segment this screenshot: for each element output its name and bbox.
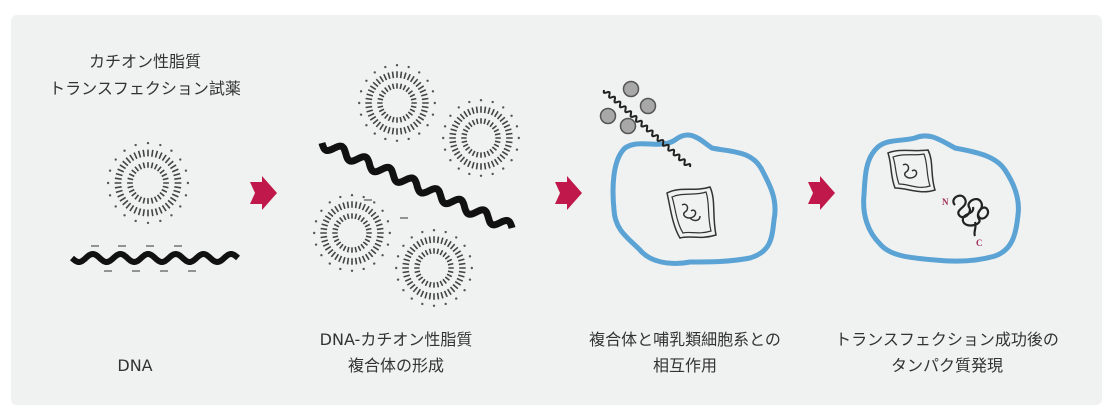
liposome-icon <box>395 229 473 307</box>
reagent-title-line2: トランスフェクション試薬 <box>49 79 241 98</box>
diagram-panel <box>11 15 1102 405</box>
step-arrows <box>250 176 835 210</box>
liposome-icon <box>358 63 436 142</box>
reagent-title-line1: カチオン性脂質 <box>88 52 202 71</box>
step-3-label-line1: 複合体と哺乳類細胞系との <box>589 330 781 349</box>
cell-expression: N C <box>861 133 1021 264</box>
nucleus <box>666 186 717 239</box>
dna-helix <box>69 251 241 265</box>
step-2-label-line2: 複合体の形成 <box>347 356 445 375</box>
dna-helix-complex <box>318 141 516 230</box>
dna-strands <box>69 141 516 272</box>
arrow-right-icon <box>250 176 277 210</box>
entering-dna <box>602 89 692 168</box>
liposome-icon <box>442 99 520 177</box>
liposome-icon <box>313 194 391 272</box>
liposome-icon <box>106 141 190 225</box>
arrow-right-icon <box>808 176 835 210</box>
step-2-label-line1: DNA-カチオン性脂質 <box>319 330 473 349</box>
nucleus <box>887 149 936 193</box>
step-3-label-line2: 相互作用 <box>652 356 718 375</box>
step-4-label-line2: タンパク質発現 <box>890 356 1004 375</box>
cell-interaction <box>599 80 778 266</box>
arrow-right-icon <box>555 176 582 210</box>
n-terminus-label: N <box>942 197 949 207</box>
cell-membrane <box>610 132 778 266</box>
c-terminus-label: C <box>976 238 983 248</box>
step-4-label-line1: トランスフェクション成功後の <box>835 330 1059 349</box>
lipid-beads <box>599 80 657 135</box>
protein-icon <box>952 194 990 237</box>
step-1-label: DNA <box>117 356 153 375</box>
liposomes <box>106 63 520 307</box>
cell-membrane <box>861 133 1021 264</box>
